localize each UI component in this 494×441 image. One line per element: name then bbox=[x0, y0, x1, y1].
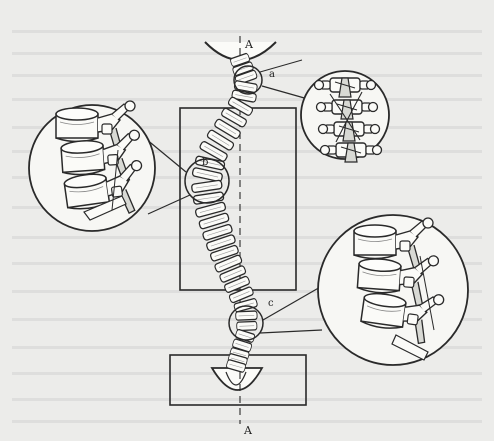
region-label-a: a bbox=[269, 69, 275, 80]
detail-circle-b bbox=[29, 101, 155, 231]
leader-line-b bbox=[148, 195, 190, 214]
detail-circle-a bbox=[301, 71, 389, 162]
axis-label-top: A bbox=[244, 38, 254, 51]
region-label-b: b bbox=[202, 157, 208, 168]
detail-circle-c bbox=[318, 215, 468, 365]
axis-label-bottom: A bbox=[243, 424, 253, 437]
region-label-c: c bbox=[268, 298, 274, 309]
spinal-column bbox=[191, 53, 257, 373]
leader-line-c bbox=[260, 330, 322, 333]
vertebra bbox=[191, 180, 222, 193]
leader-line-a bbox=[260, 60, 302, 72]
vertebra bbox=[236, 311, 258, 320]
